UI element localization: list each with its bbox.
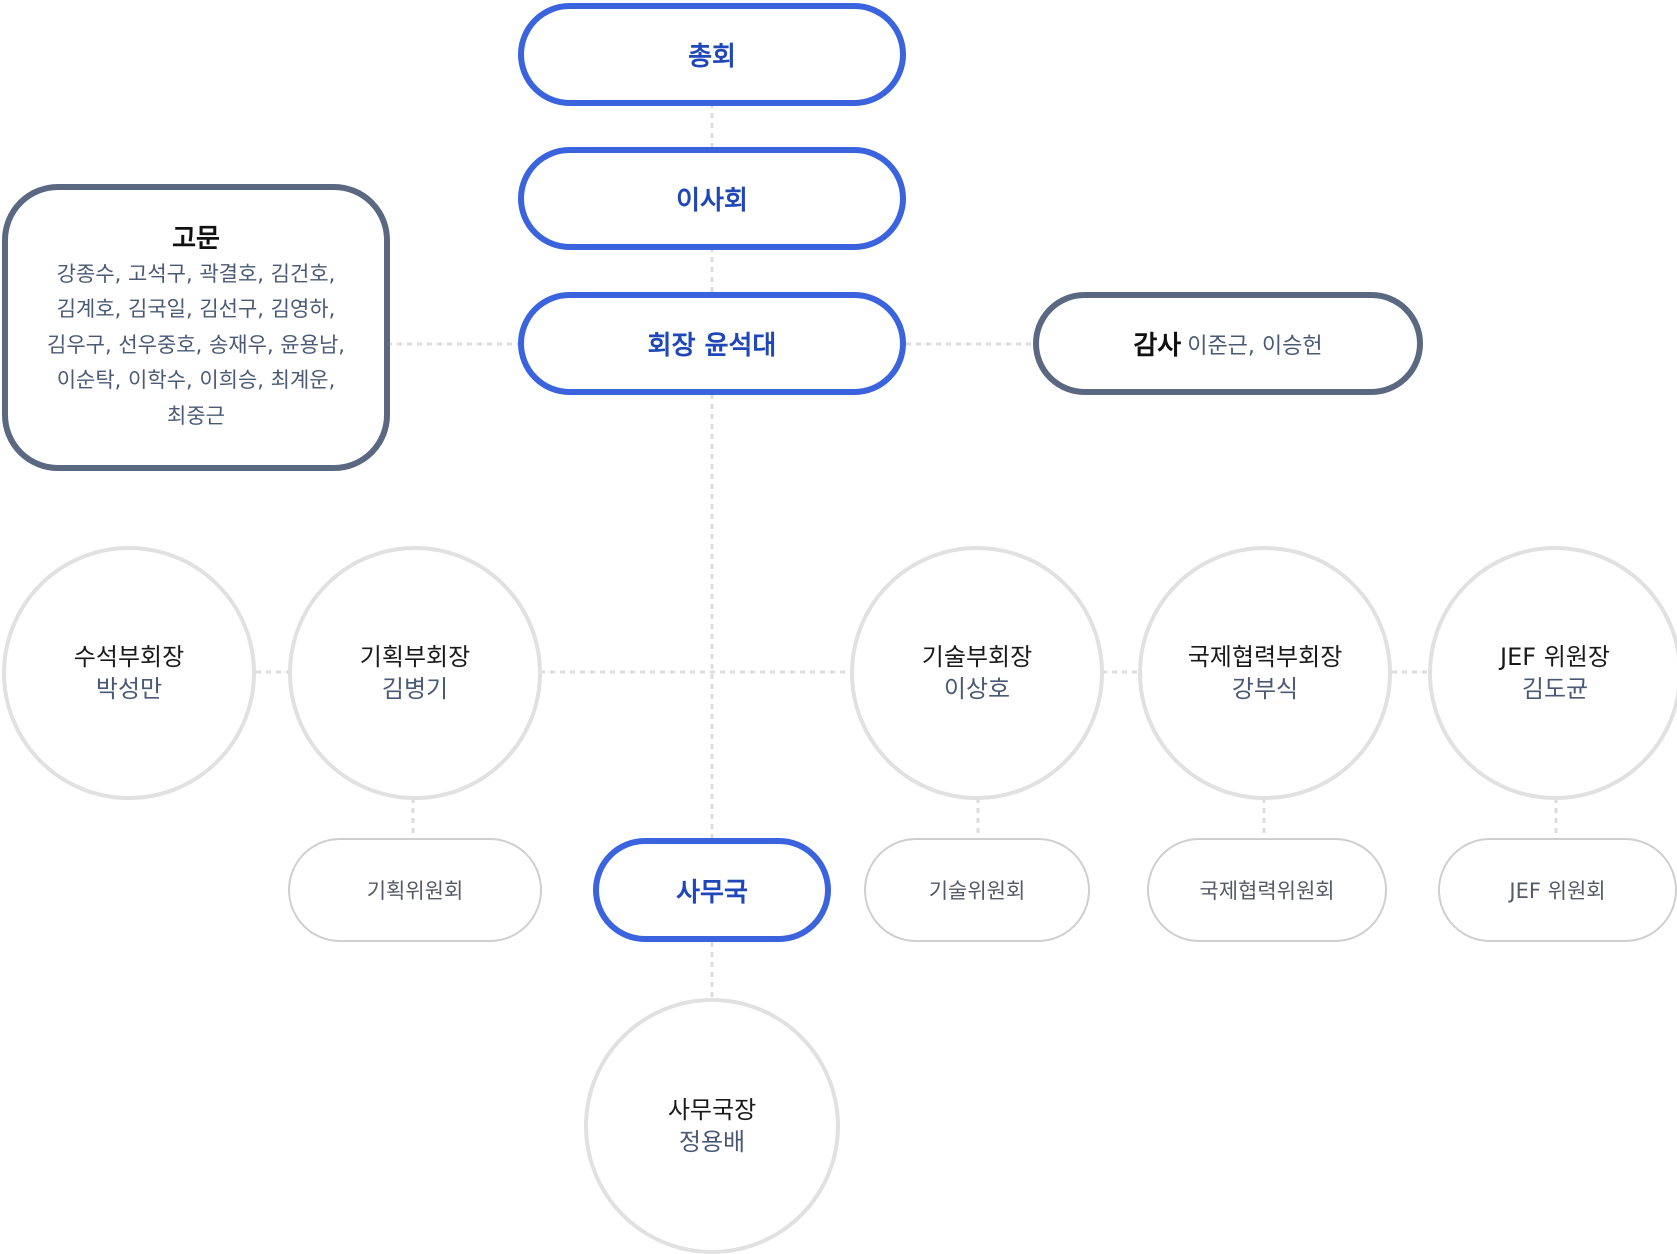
secretary-general-node: 사무국장 정용배 (584, 998, 840, 1254)
secretary-general-role: 사무국장 (667, 1096, 757, 1124)
planning-committee-node: 기획위원회 (288, 838, 542, 942)
vice-intl-node: 국제협력부회장 강부식 (1138, 546, 1392, 800)
president-node: 회장 윤석대 (518, 292, 906, 395)
vice-intl-name: 강부식 (1231, 675, 1299, 703)
advisors-names: 강종수, 고석구, 곽결호, 김건호, 김계호, 김국일, 김선구, 김영하, … (47, 261, 345, 428)
auditor-title: 감사 (1133, 331, 1182, 361)
general-assembly-label: 총회 (688, 42, 736, 72)
auditor-names: 이준근, 이승헌 (1187, 333, 1323, 359)
vice-planning-name: 김병기 (381, 675, 449, 703)
vice-tech-node: 기술부회장 이상호 (850, 546, 1104, 800)
board-node: 이사회 (518, 147, 906, 250)
tech-committee-label: 기술위원회 (928, 879, 1026, 903)
auditor-node: 감사 이준근, 이승헌 (1033, 292, 1423, 395)
tech-committee-node: 기술위원회 (864, 838, 1090, 942)
vice-tech-name: 이상호 (943, 675, 1011, 703)
jef-committee-node: JEF 위원회 (1438, 838, 1677, 942)
vice-planning-role: 기획부회장 (359, 643, 471, 671)
vice-intl-role: 국제협력부회장 (1187, 643, 1343, 671)
secretariat-label: 사무국 (676, 877, 748, 908)
president-label: 회장 윤석대 (647, 331, 777, 361)
jef-chair-node: JEF 위원장 김도균 (1428, 546, 1677, 800)
vice-tech-role: 기술부회장 (921, 643, 1033, 671)
advisors-node: 고문 강종수, 고석구, 곽결호, 김건호, 김계호, 김국일, 김선구, 김영… (2, 184, 390, 471)
vice-senior-role: 수석부회장 (73, 643, 185, 671)
advisors-title: 고문 (172, 223, 220, 254)
vice-senior-node: 수석부회장 박성만 (2, 546, 256, 800)
vice-planning-node: 기획부회장 김병기 (288, 546, 542, 800)
general-assembly-node: 총회 (518, 3, 906, 106)
intl-committee-node: 국제협력위원회 (1147, 838, 1387, 942)
jef-committee-label: JEF 위원회 (1509, 879, 1606, 903)
jef-chair-name: 김도균 (1521, 675, 1589, 703)
intl-committee-label: 국제협력위원회 (1199, 879, 1335, 903)
board-label: 이사회 (676, 186, 748, 216)
planning-committee-label: 기획위원회 (366, 879, 464, 903)
secretariat-node: 사무국 (593, 838, 831, 942)
secretary-general-name: 정용배 (678, 1128, 746, 1156)
jef-chair-role: JEF 위원장 (1500, 643, 1610, 671)
vice-senior-name: 박성만 (95, 675, 163, 703)
